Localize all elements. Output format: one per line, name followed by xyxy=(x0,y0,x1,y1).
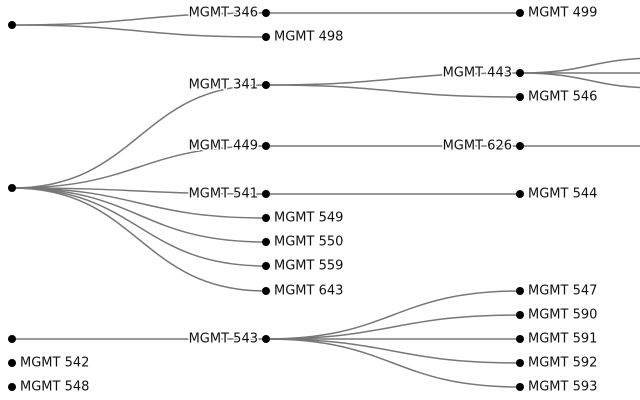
link-m543-m547 xyxy=(265,290,521,340)
node-m546[interactable]: MGMT 546 xyxy=(516,90,597,105)
node-m541[interactable]: MGMT 541 xyxy=(187,185,270,203)
link-m543-m592 xyxy=(265,338,521,364)
node-label: MGMT 498 xyxy=(274,30,343,45)
node-label: MGMT 550 xyxy=(274,235,343,250)
link-r1-m346 xyxy=(11,12,267,26)
node-dot[interactable] xyxy=(516,69,524,77)
node-dot[interactable] xyxy=(262,335,270,343)
node-label: MGMT 341 xyxy=(189,78,258,93)
node-m593[interactable]: MGMT 593 xyxy=(516,380,597,395)
node-label: MGMT 592 xyxy=(528,356,597,371)
node-label: MGMT 643 xyxy=(274,284,343,299)
node-m544[interactable]: MGMT 544 xyxy=(516,187,597,202)
link-r2-m643 xyxy=(11,187,267,292)
node-dot[interactable] xyxy=(262,33,270,41)
node-m547[interactable]: MGMT 547 xyxy=(516,284,597,299)
node-dot[interactable] xyxy=(516,383,524,391)
node-dot[interactable] xyxy=(516,311,524,319)
node-label: MGMT 443 xyxy=(443,66,512,81)
link-r2-m341 xyxy=(11,84,267,189)
link-m443-edge-up xyxy=(519,57,640,74)
link-m341-m443 xyxy=(265,72,521,86)
link-m543-m590 xyxy=(265,314,521,340)
node-m498[interactable]: MGMT 498 xyxy=(262,30,343,45)
node-dot[interactable] xyxy=(262,262,270,270)
node-dot[interactable] xyxy=(262,238,270,246)
node-label: MGMT 499 xyxy=(528,6,597,21)
node-dot[interactable] xyxy=(516,359,524,367)
link-r1-m498 xyxy=(11,24,267,38)
node-label: MGMT 542 xyxy=(20,356,89,371)
link-r2-m559 xyxy=(11,187,267,267)
link-r2-m541 xyxy=(11,187,267,195)
links-layer xyxy=(11,12,640,388)
node-dot[interactable] xyxy=(516,287,524,295)
node-m499[interactable]: MGMT 499 xyxy=(516,6,597,21)
node-m643[interactable]: MGMT 643 xyxy=(262,284,343,299)
node-dot[interactable] xyxy=(262,214,270,222)
node-dot[interactable] xyxy=(262,142,270,150)
node-label: MGMT 543 xyxy=(189,332,258,347)
node-m626[interactable]: MGMT 626 xyxy=(441,137,524,155)
link-r2-m550 xyxy=(11,187,267,243)
link-r2-m549 xyxy=(11,187,267,219)
node-m549[interactable]: MGMT 549 xyxy=(262,211,343,226)
node-dot[interactable] xyxy=(516,93,524,101)
node-dot[interactable] xyxy=(8,184,16,192)
node-label: MGMT 547 xyxy=(528,284,597,299)
node-label: MGMT 549 xyxy=(274,211,343,226)
node-dot[interactable] xyxy=(516,190,524,198)
node-dot[interactable] xyxy=(262,190,270,198)
node-label: MGMT 449 xyxy=(189,139,258,154)
node-dot[interactable] xyxy=(516,335,524,343)
node-dot[interactable] xyxy=(8,359,16,367)
node-dot[interactable] xyxy=(262,287,270,295)
link-m341-m546 xyxy=(265,84,521,98)
link-m443-edge-down xyxy=(519,72,640,89)
node-m548[interactable]: MGMT 548 xyxy=(8,380,89,395)
node-m592[interactable]: MGMT 592 xyxy=(516,356,597,371)
node-label: MGMT 546 xyxy=(528,90,597,105)
node-r3[interactable] xyxy=(8,335,16,343)
node-dot[interactable] xyxy=(516,142,524,150)
node-label: MGMT 346 xyxy=(189,6,258,21)
node-dot[interactable] xyxy=(8,335,16,343)
node-dot[interactable] xyxy=(262,9,270,17)
link-m543-m593 xyxy=(265,338,521,388)
node-m346[interactable]: MGMT 346 xyxy=(187,4,270,22)
node-m341[interactable]: MGMT 341 xyxy=(187,76,270,94)
node-label: MGMT 544 xyxy=(528,187,597,202)
node-dot[interactable] xyxy=(8,383,16,391)
node-label: MGMT 626 xyxy=(443,139,512,154)
node-dot[interactable] xyxy=(8,21,16,29)
node-label: MGMT 593 xyxy=(528,380,597,395)
node-label: MGMT 559 xyxy=(274,259,343,274)
node-label: MGMT 548 xyxy=(20,380,89,395)
node-m550[interactable]: MGMT 550 xyxy=(262,235,343,250)
node-dot[interactable] xyxy=(516,9,524,17)
link-r2-m449 xyxy=(11,145,267,189)
node-label: MGMT 590 xyxy=(528,308,597,323)
node-r2[interactable] xyxy=(8,184,16,192)
node-m591[interactable]: MGMT 591 xyxy=(516,332,597,347)
node-label: MGMT 541 xyxy=(189,187,258,202)
node-m449[interactable]: MGMT 449 xyxy=(187,137,270,155)
node-m559[interactable]: MGMT 559 xyxy=(262,259,343,274)
node-r1[interactable] xyxy=(8,21,16,29)
node-dot[interactable] xyxy=(262,81,270,89)
node-m542[interactable]: MGMT 542 xyxy=(8,356,89,371)
node-m590[interactable]: MGMT 590 xyxy=(516,308,597,323)
node-m443[interactable]: MGMT 443 xyxy=(441,64,524,82)
node-m543[interactable]: MGMT 543 xyxy=(187,330,270,348)
node-label: MGMT 591 xyxy=(528,332,597,347)
